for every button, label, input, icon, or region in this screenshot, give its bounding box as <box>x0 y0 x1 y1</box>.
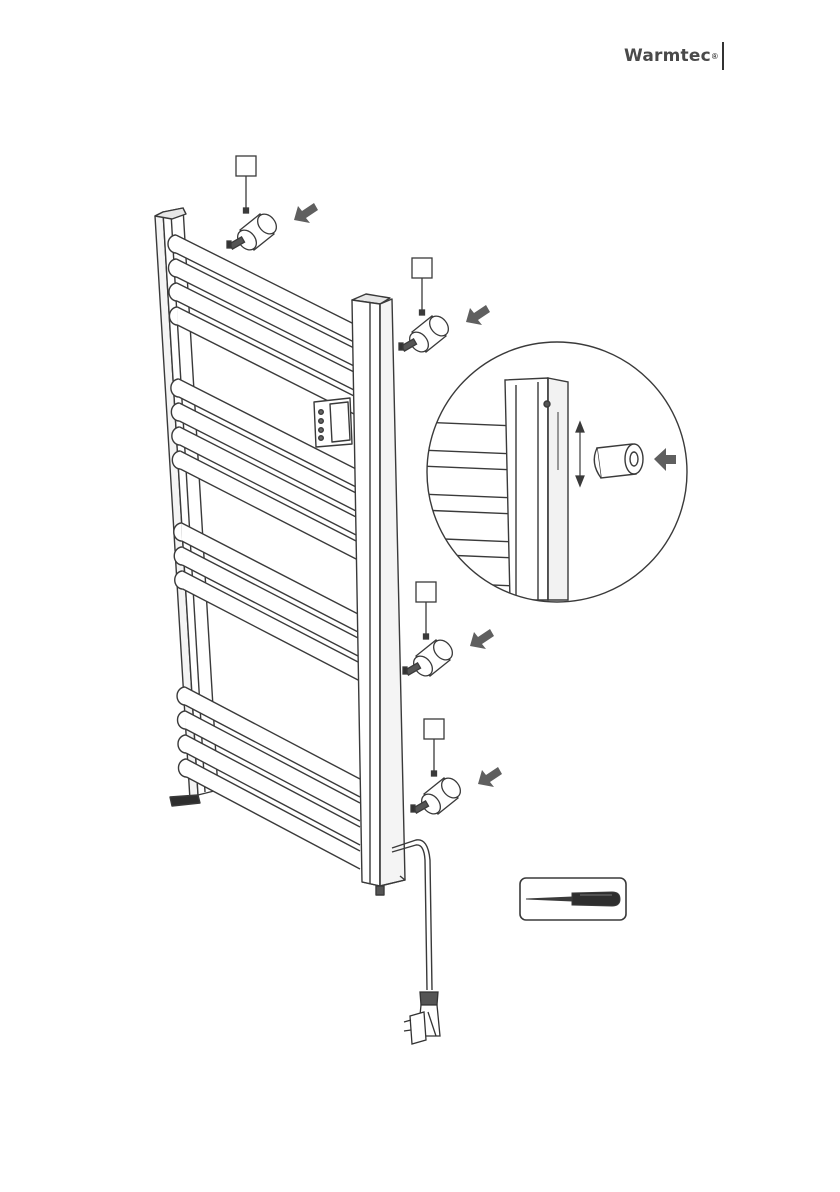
mounting-point <box>411 719 502 818</box>
towel-rail <box>155 208 432 990</box>
detail-spacer <box>594 444 643 478</box>
mounting-point <box>403 582 494 680</box>
arrow-diagonal-icon <box>478 767 502 787</box>
wall-spacer <box>403 636 456 679</box>
power-plug-icon <box>404 992 440 1044</box>
double-arrow-vertical-icon <box>576 422 584 486</box>
mounting-point <box>399 258 490 356</box>
wall-spacer <box>227 210 280 253</box>
arrow-diagonal-icon <box>470 629 494 649</box>
arrow-diagonal-icon <box>294 203 318 223</box>
part-label-box <box>424 719 444 739</box>
control-panel <box>314 398 352 447</box>
part-label-box <box>236 156 256 176</box>
mounting-point <box>227 156 318 254</box>
wall-spacer <box>411 774 464 817</box>
tool-box <box>520 878 626 920</box>
wall-spacer <box>399 312 452 355</box>
detail-view <box>420 342 687 602</box>
part-label-box <box>412 258 432 278</box>
arrow-diagonal-icon <box>654 448 676 471</box>
arrow-diagonal-icon <box>466 305 490 325</box>
part-label-box <box>416 582 436 602</box>
